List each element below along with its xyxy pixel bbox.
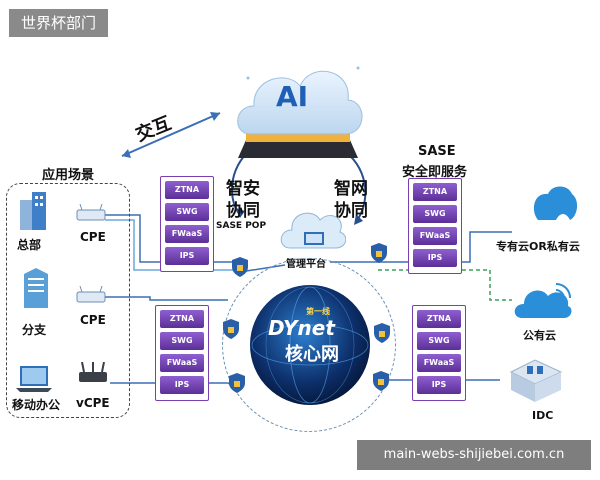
service-ips: IPS [417, 376, 461, 394]
site-branch-label: 分支 [22, 323, 47, 337]
service-box-bottom-left: ZTNA SWG FWaaS IPS [155, 305, 209, 401]
shield-icon [232, 257, 248, 277]
watermark-bottom: main-webs-shijiebei.com.cn [357, 440, 591, 470]
service-ips: IPS [165, 247, 209, 265]
site-hq-cpe: CPE [80, 230, 106, 244]
ai-cloud-platform: AI [228, 48, 368, 160]
right-collab-line1: 智网 [334, 179, 368, 199]
mgmt-cloud [280, 202, 347, 256]
building-icon [20, 192, 46, 230]
service-box-top-right: ZTNA SWG FWaaS IPS [408, 178, 462, 274]
idc-server-icon [509, 359, 563, 402]
service-fwaas: FWaaS [165, 225, 209, 243]
ai-cloud-icon [237, 66, 363, 158]
sase-title-line2: 安全即服务 [402, 165, 468, 180]
service-swg: SWG [160, 332, 204, 350]
scene-title: 应用场景 [42, 168, 95, 183]
router-icon [76, 286, 106, 303]
service-box-top-left: ZTNA SWG FWaaS IPS [160, 176, 214, 272]
globe-icon [250, 285, 370, 405]
service-swg: SWG [413, 205, 457, 223]
service-ztna: ZTNA [160, 310, 204, 328]
service-ips: IPS [413, 249, 457, 267]
laptop-icon [16, 366, 52, 392]
shield-icon [374, 323, 390, 343]
core-label: 核心网 [285, 344, 339, 365]
right-collab-line2: 协同 [334, 201, 368, 221]
service-fwaas: FWaaS [413, 227, 457, 245]
watermark-top: 世界杯部门 [9, 9, 108, 37]
site-branch-cpe: CPE [80, 313, 106, 327]
service-fwaas: FWaaS [417, 354, 461, 372]
service-fwaas: FWaaS [160, 354, 204, 372]
core-globe [248, 283, 372, 407]
interaction-arrow [121, 112, 221, 158]
service-swg: SWG [165, 203, 209, 221]
site-mobile-cpe: vCPE [76, 396, 110, 410]
public-cloud-icon [514, 283, 572, 318]
private-cloud-label: 专有云OR私有云 [496, 240, 580, 253]
site-mobile-label: 移动办公 [12, 398, 61, 412]
shield-icon [229, 373, 245, 393]
shield-icon [373, 371, 389, 391]
core-brand: DYnet [268, 316, 335, 340]
idc-label: IDC [532, 409, 554, 422]
scene-box [6, 183, 130, 418]
shield-icon [223, 319, 239, 339]
private-cloud-icon [533, 186, 578, 220]
public-cloud-link [378, 269, 512, 301]
ai-label: AI [276, 80, 309, 113]
shield-icon [371, 243, 387, 263]
service-ztna: ZTNA [417, 310, 461, 328]
branch-building-icon [24, 268, 48, 308]
router-icon [76, 204, 106, 221]
vcpe-icon [79, 362, 107, 382]
service-box-bottom-right: ZTNA SWG FWaaS IPS [412, 305, 466, 401]
service-ztna: ZTNA [165, 181, 209, 199]
mgmt-cloud-icon [280, 212, 347, 249]
core-brand-cn: 第一线 [306, 307, 330, 316]
core-ring [222, 258, 396, 432]
site-hq-label: 总部 [17, 238, 42, 252]
branch-link [105, 296, 228, 301]
public-cloud-label: 公有云 [523, 329, 556, 342]
left-collab-line2: 协同 [226, 201, 260, 221]
service-swg: SWG [417, 332, 461, 350]
sase-title-line1: SASE [418, 144, 456, 159]
service-ztna: ZTNA [413, 183, 457, 201]
left-collab-line1: 智安 [226, 179, 260, 199]
service-ips: IPS [160, 376, 204, 394]
sase-pop-label: SASE POP [216, 221, 267, 231]
